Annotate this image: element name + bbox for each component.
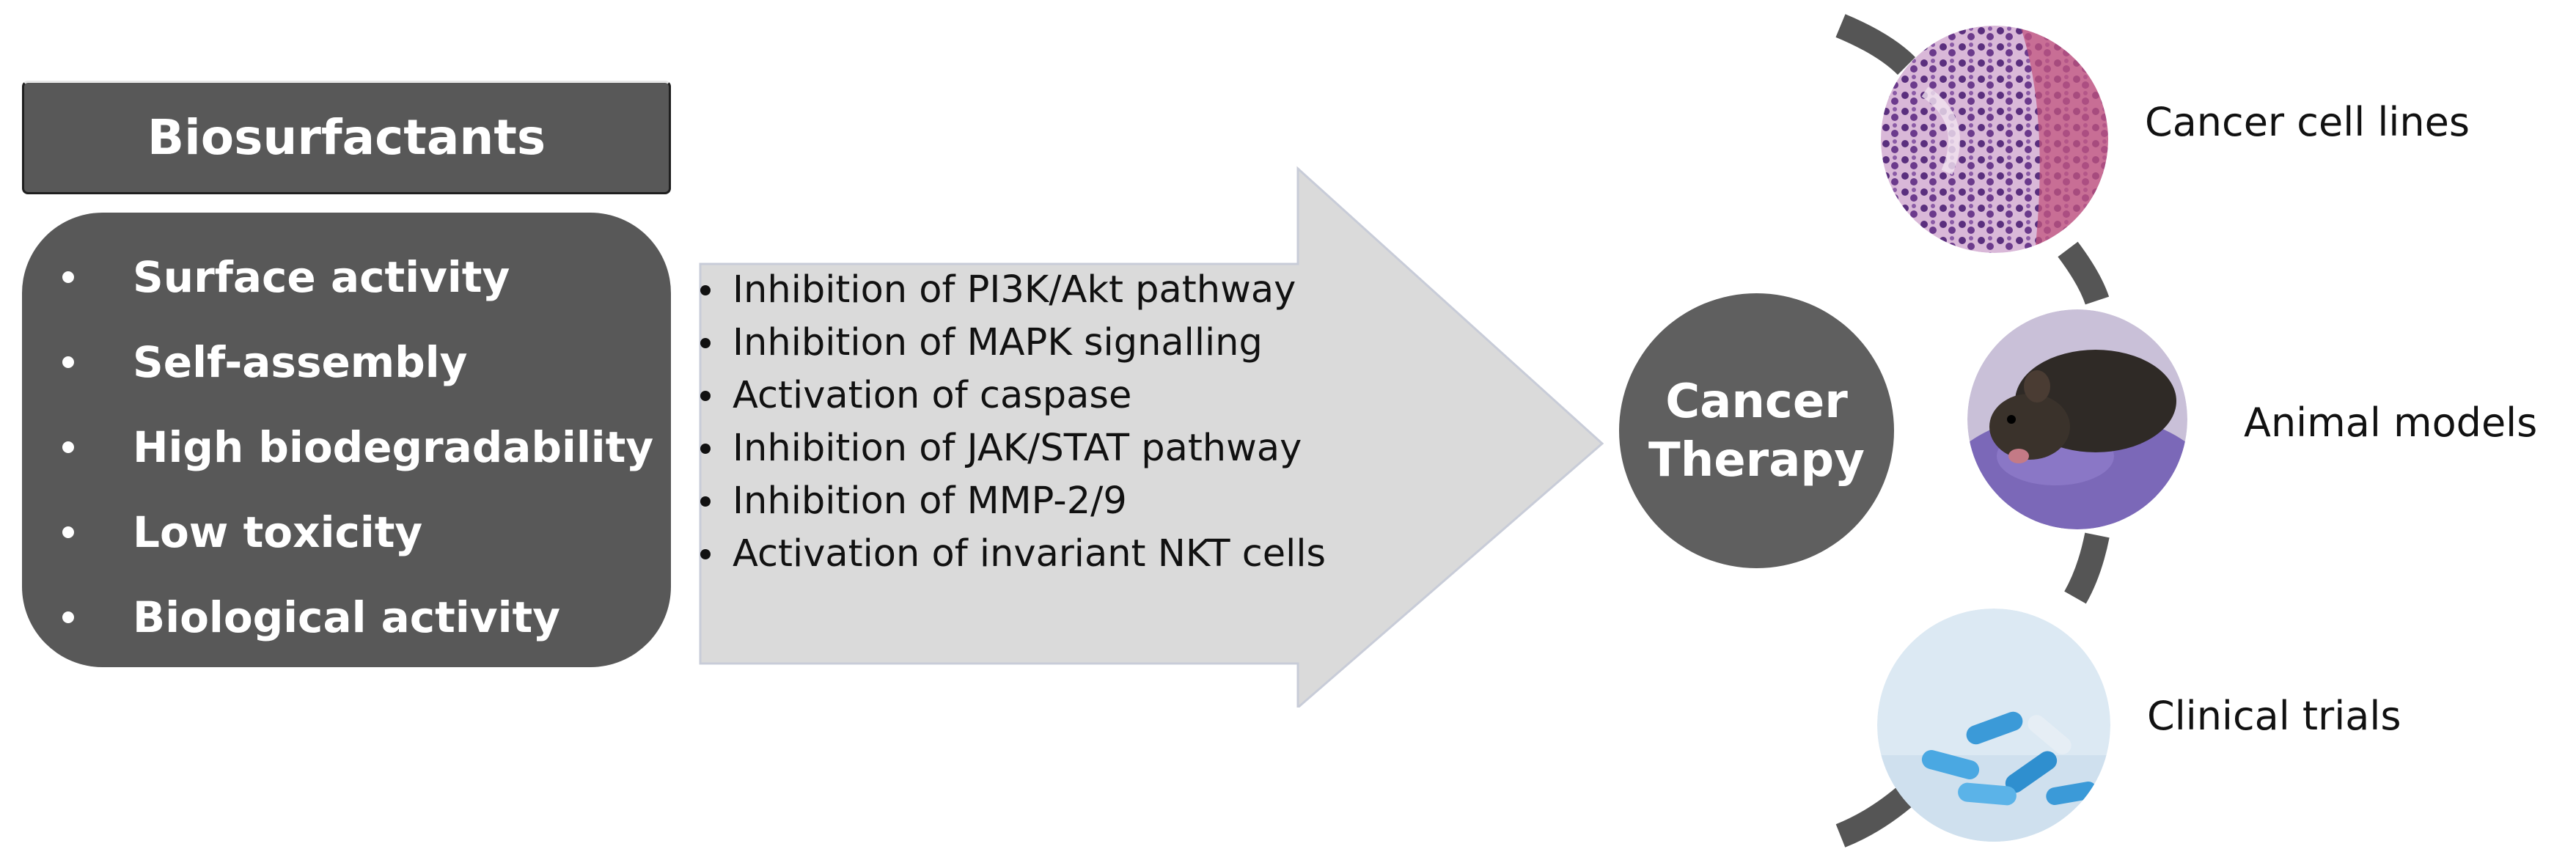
property-item: Biological activity [62, 575, 671, 660]
bullet-icon [62, 526, 74, 538]
stage-label-clinical-trials: Clinical trials [2147, 693, 2401, 739]
biosurfactants-title: Biosurfactants [147, 109, 546, 166]
bullet-icon [700, 549, 711, 559]
bullet-icon [62, 356, 74, 368]
arrow-shape [699, 166, 1604, 708]
therapy-line-2: Therapy [1648, 433, 1865, 488]
histology-photo-icon [1881, 26, 2108, 253]
bullet-icon [62, 441, 74, 453]
properties-box: Surface activity Self-assembly High biod… [22, 213, 671, 667]
biosurfactants-title-box: Biosurfactants [22, 81, 671, 194]
mechanism-item: Inhibition of JAK/STAT pathway [700, 422, 1326, 475]
property-item: Low toxicity [62, 490, 671, 575]
mechanism-item: Inhibition of MMP-2/9 [700, 475, 1326, 528]
mouse-photo-icon [1967, 309, 2187, 529]
cancer-therapy-circle: Cancer Therapy [1619, 293, 1894, 568]
bullet-icon [62, 271, 74, 283]
bullet-icon [62, 611, 74, 623]
property-item: High biodegradability [62, 405, 671, 490]
stage-label-cancer-cell-lines: Cancer cell lines [2145, 99, 2470, 145]
pills-photo-icon [1877, 609, 2110, 842]
mechanism-item: Activation of caspase [700, 370, 1326, 422]
bullet-icon [700, 391, 711, 401]
property-item: Surface activity [62, 235, 671, 320]
bullet-icon [700, 444, 711, 454]
property-item: Self-assembly [62, 320, 671, 405]
bullet-icon [700, 496, 711, 507]
bullet-icon [700, 338, 711, 348]
bullet-icon [700, 285, 711, 295]
stage-label-animal-models: Animal models [2244, 400, 2538, 446]
mechanisms-list: Inhibition of PI3K/Akt pathway Inhibitio… [700, 264, 1326, 581]
mechanism-item: Inhibition of MAPK signalling [700, 317, 1326, 370]
mechanism-item: Activation of invariant NKT cells [700, 528, 1326, 581]
mechanism-item: Inhibition of PI3K/Akt pathway [700, 264, 1326, 317]
therapy-line-1: Cancer [1665, 374, 1848, 429]
